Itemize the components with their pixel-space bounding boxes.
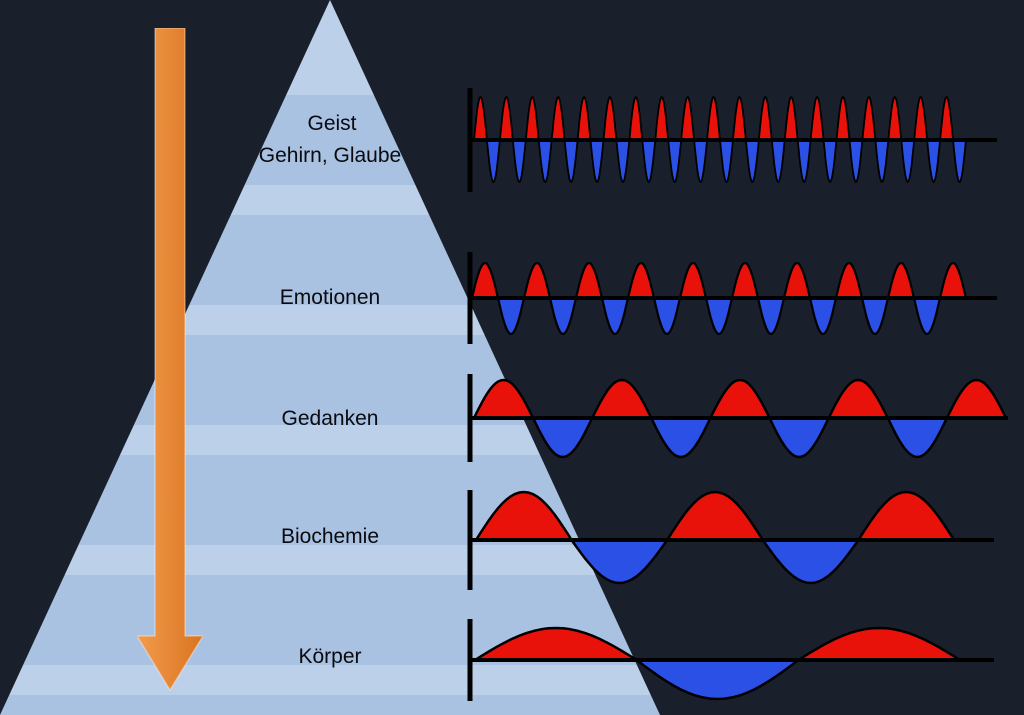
- wave-hump-positive: [626, 261, 656, 300]
- wave-hump-positive: [474, 490, 573, 542]
- wave-hump-negative: [600, 296, 630, 336]
- wave-hump-negative: [761, 538, 860, 585]
- wave-hump-negative: [912, 296, 942, 336]
- wave-hump-negative: [548, 296, 578, 336]
- wave-hump-negative: [531, 416, 594, 459]
- wave-hump-negative: [563, 139, 579, 183]
- wave-hump-negative: [952, 139, 967, 183]
- wave-hump-positive: [809, 96, 825, 141]
- wave-hump-negative: [486, 139, 501, 183]
- wave-hump-positive: [939, 96, 954, 141]
- wave-hump-negative: [537, 139, 553, 183]
- wave-hump-negative: [886, 416, 949, 459]
- wave-hump-positive: [654, 96, 670, 141]
- wave-hump-positive: [861, 96, 877, 141]
- wave-hump-negative: [650, 416, 712, 459]
- wave-hump-positive: [835, 96, 851, 141]
- wave-hump-positive: [938, 261, 968, 300]
- wave-hump-positive: [783, 96, 799, 141]
- wave-hump-positive: [913, 96, 929, 141]
- wave-hump-positive: [470, 261, 500, 300]
- wave-hump-positive: [706, 96, 721, 141]
- pyramid-label-geist: Geist: [307, 111, 357, 135]
- wave-hump-negative: [693, 139, 708, 183]
- arrow-shape: [137, 28, 203, 691]
- wave-hump-positive: [834, 261, 864, 300]
- wave-hump-positive: [827, 378, 890, 420]
- pyramid-label-biochemie: Biochemie: [280, 524, 380, 548]
- wave-hump-positive: [782, 261, 812, 300]
- wave-hump-negative: [652, 296, 682, 336]
- wave-hump-positive: [680, 96, 695, 141]
- wave-hump-positive: [678, 261, 708, 300]
- wave-hump-negative: [615, 139, 631, 183]
- wave-plot-koerper: [460, 617, 1008, 713]
- wave-svg: [467, 490, 994, 590]
- wave-hump-positive: [590, 378, 653, 420]
- wave-hump-positive: [887, 96, 903, 141]
- wave-hump-negative: [756, 296, 786, 336]
- wave-hump-negative: [860, 296, 890, 336]
- wave-hump-positive: [499, 96, 514, 141]
- wave-hump-negative: [822, 139, 838, 183]
- wave-hump-positive: [473, 626, 638, 662]
- wave-hump-positive: [886, 261, 916, 300]
- wave-hump-negative: [848, 139, 864, 183]
- wave-hump-positive: [797, 626, 962, 662]
- wave-hump-positive: [730, 261, 760, 300]
- wave-plot-geist: [460, 84, 1008, 196]
- pyramid-label-emotionen: Emotionen: [279, 285, 381, 309]
- wave-hump-negative: [570, 538, 669, 585]
- wave-hump-positive: [628, 96, 644, 141]
- wave-hump-positive: [524, 96, 540, 141]
- downward-flow-arrow: [137, 28, 203, 691]
- wave-hump-negative: [704, 296, 734, 336]
- wave-hump-positive: [857, 490, 956, 542]
- wave-hump-positive: [574, 261, 604, 300]
- wave-hump-positive: [945, 378, 1008, 420]
- wave-hump-negative: [667, 139, 683, 183]
- wave-hump-negative: [770, 139, 786, 183]
- wave-hump-positive: [550, 96, 566, 141]
- wave-hump-negative: [745, 139, 760, 183]
- wave-hump-positive: [757, 96, 773, 141]
- wave-hump-positive: [522, 261, 552, 300]
- wave-hump-negative: [926, 139, 941, 183]
- wave-hump-negative: [641, 139, 657, 183]
- wave-hump-positive: [665, 490, 765, 542]
- wave-hump-negative: [496, 296, 526, 336]
- wave-hump-negative: [719, 139, 734, 183]
- wave-hump-negative: [511, 139, 527, 183]
- wave-hump-negative: [874, 139, 890, 183]
- wave-hump-positive: [472, 378, 535, 420]
- wave-hump-negative: [900, 139, 916, 183]
- wave-plot-biochemie: [460, 486, 1008, 596]
- wave-svg: [467, 619, 994, 701]
- wave-svg: [467, 252, 997, 344]
- wave-hump-positive: [732, 96, 747, 141]
- pyramid-label-koerper: Körper: [298, 644, 362, 668]
- wave-hump-negative: [796, 139, 812, 183]
- wave-svg: [467, 374, 1008, 462]
- wave-hump-positive: [709, 378, 771, 420]
- wave-hump-negative: [768, 416, 830, 459]
- wave-hump-positive: [602, 96, 618, 141]
- wave-svg: [467, 88, 997, 192]
- pyramid-label-gehirn-glaube: Gehirn, Glaube: [258, 143, 402, 167]
- wave-hump-positive: [473, 96, 488, 141]
- wave-hump-negative: [635, 658, 800, 701]
- wave-plot-emotionen: [460, 250, 1008, 350]
- wave-hump-positive: [576, 96, 592, 141]
- wave-hump-negative: [589, 139, 605, 183]
- wave-plot-gedanken: [460, 370, 1012, 470]
- wave-hump-negative: [808, 296, 838, 336]
- pyramid-label-gedanken: Gedanken: [281, 406, 379, 430]
